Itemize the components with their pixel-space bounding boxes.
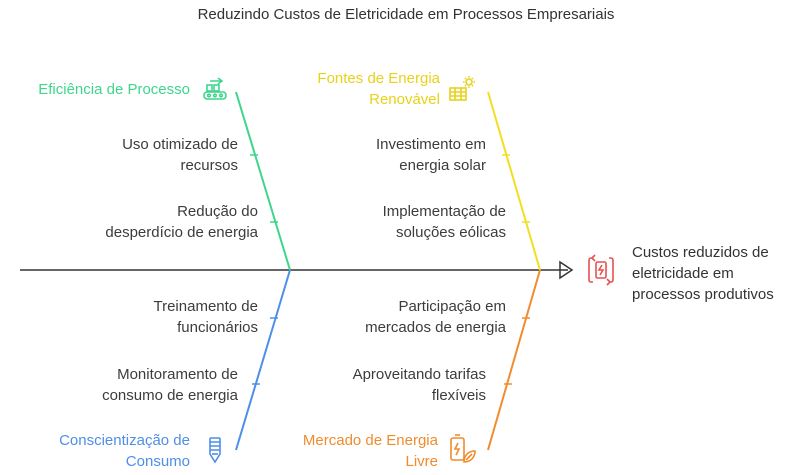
cost-reduction-icon (585, 252, 617, 293)
cause-process-2: Redução do desperdício de energia (60, 201, 258, 243)
cause-awareness-2: Monitoramento de consumo de energia (60, 364, 238, 406)
diagram-title: Reduzindo Custos de Eletricidade em Proc… (197, 6, 615, 23)
bone-awareness (235, 269, 291, 451)
cause-process-1-line2: recursos (180, 157, 238, 174)
category-renewable-label: Fontes de Energia Renovável (270, 68, 440, 110)
category-awareness-line1: Conscientização de (59, 432, 190, 449)
bone-renewable (487, 91, 541, 271)
cause-market-2-line1: Aproveitando tarifas (352, 366, 486, 383)
outcome-line1: Custos reduzidos de (632, 244, 769, 261)
eco-battery-icon (446, 432, 478, 471)
cause-awareness-1-line1: Treinamento de (153, 298, 258, 315)
outcome-line3: processos produtivos (632, 286, 774, 303)
cause-market-1-line1: Participação em (398, 298, 506, 315)
cause-renewable-1-line1: Investimento em (375, 136, 486, 153)
category-awareness-label: Conscientização de Consumo (20, 430, 190, 472)
category-process-line1: Eficiência de Processo (38, 81, 190, 98)
outcome-line2: eletricidade em (632, 265, 734, 282)
cause-renewable-2-line1: Implementação de (382, 203, 506, 220)
cause-process-1-line1: Uso otimizado de (122, 136, 238, 153)
cause-renewable-1-line2: energia solar (399, 157, 486, 174)
outcome-text: Custos reduzidos de eletricidade em proc… (632, 242, 807, 305)
cause-awareness-1-line2: funcionários (177, 319, 258, 336)
category-process-label: Eficiência de Processo (20, 79, 190, 100)
bone-process (235, 91, 291, 271)
cause-renewable-1: Investimento em energia solar (320, 134, 486, 176)
conveyor-factory-icon (200, 74, 230, 109)
category-market-line1: Mercado de Energia (302, 432, 438, 449)
cause-market-1: Participação em mercados de energia (320, 296, 506, 338)
cause-process-2-line2: desperdício de energia (105, 224, 258, 241)
bone-market (487, 269, 541, 451)
cause-process-1: Uso otimizado de recursos (60, 134, 238, 176)
cause-market-2: Aproveitando tarifas flexíveis (300, 364, 486, 406)
cause-awareness-1: Treinamento de funcionários (60, 296, 258, 338)
drill-icon (200, 434, 230, 471)
cause-market-1-line2: mercados de energia (365, 319, 506, 336)
spine-arrowhead (559, 260, 574, 280)
cause-renewable-2: Implementação de soluções eólicas (320, 201, 506, 243)
category-market-label: Mercado de Energia Livre (268, 430, 438, 472)
category-renewable-line1: Fontes de Energia (317, 70, 440, 87)
cause-awareness-2-line2: consumo de energia (102, 387, 238, 404)
category-renewable-line2: Renovável (369, 91, 440, 108)
cause-awareness-2-line1: Monitoramento de (117, 366, 238, 383)
cause-process-2-line1: Redução do (177, 203, 258, 220)
category-market-line2: Livre (405, 453, 438, 470)
category-awareness-line2: Consumo (125, 453, 190, 470)
solar-panel-icon (446, 74, 478, 111)
cause-renewable-2-line2: soluções eólicas (395, 224, 506, 241)
cause-market-2-line2: flexíveis (431, 387, 486, 404)
